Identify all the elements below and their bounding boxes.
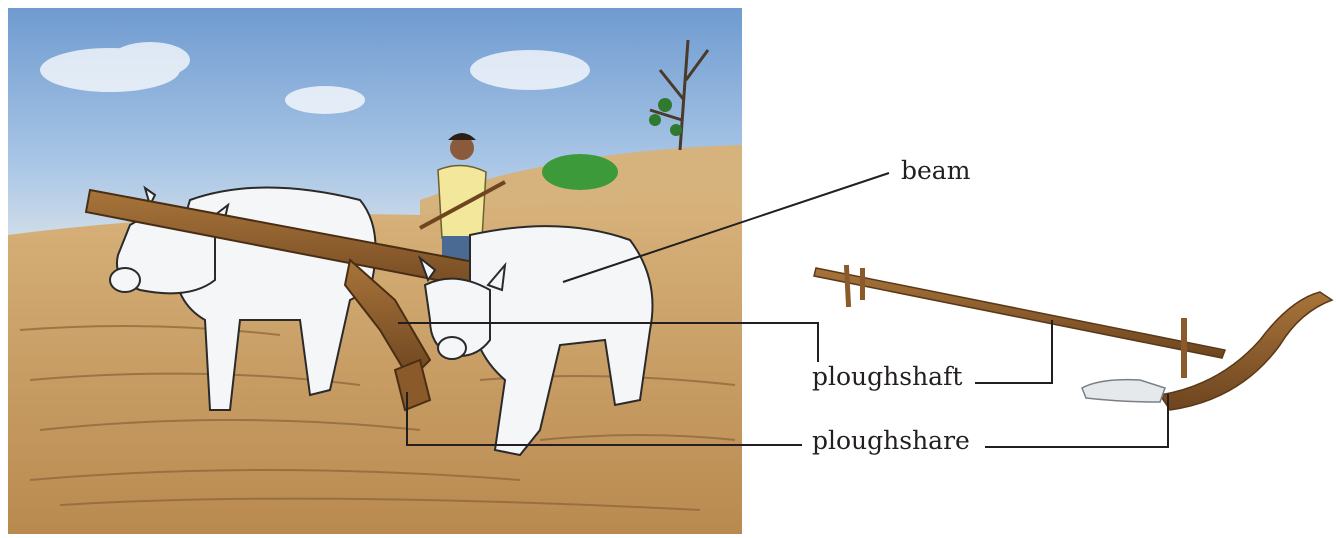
ploughing-scene-illustration [8, 8, 742, 534]
bush [542, 154, 618, 190]
beam-label: beam [899, 158, 972, 183]
plough-illustration [810, 240, 1336, 420]
ploughshaft-label: ploughshaft [810, 364, 964, 389]
ploughshare-label: ploughshare [810, 428, 972, 453]
